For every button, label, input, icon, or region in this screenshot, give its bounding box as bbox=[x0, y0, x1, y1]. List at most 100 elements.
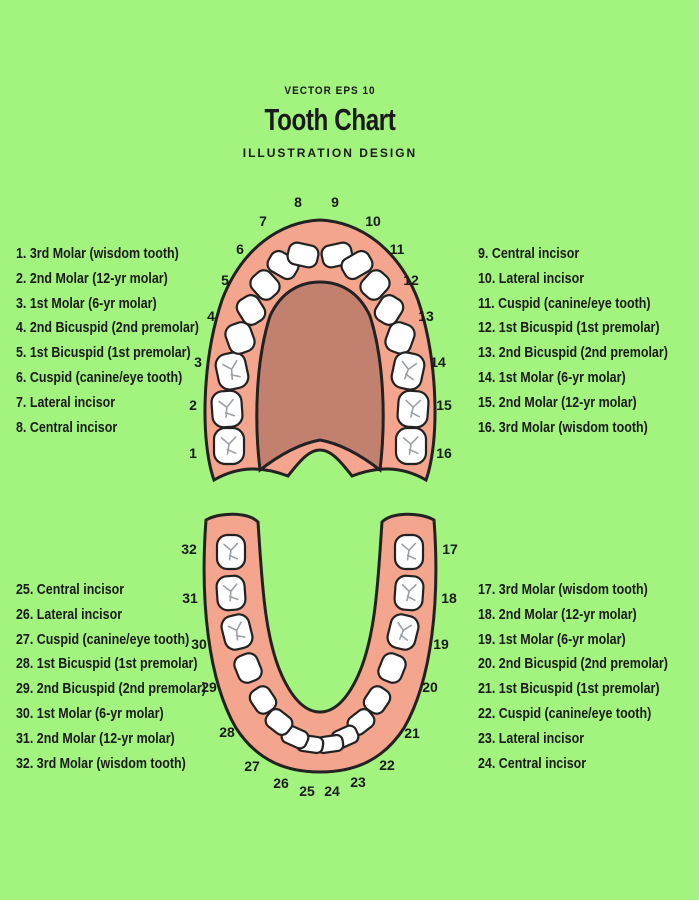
tooth-number-label: 10 bbox=[365, 213, 381, 229]
list-item: 13. 2nd Bicuspid (2nd premolar) bbox=[478, 345, 668, 362]
tooth bbox=[224, 321, 256, 355]
list-item: 12. 1st Bicuspid (1st premolar) bbox=[478, 320, 660, 337]
tooth-number-label: 30 bbox=[191, 636, 207, 652]
tooth-number-label: 14 bbox=[430, 354, 446, 370]
list-item: 2. 2nd Molar (12-yr molar) bbox=[16, 270, 168, 287]
list-item: 18. 2nd Molar (12-yr molar) bbox=[478, 606, 637, 623]
list-item: 19. 1st Molar (6-yr molar) bbox=[478, 631, 626, 648]
tooth bbox=[390, 351, 426, 391]
list-item: 28. 1st Bicuspid (1st premolar) bbox=[16, 656, 198, 673]
tooth bbox=[393, 574, 425, 612]
list-item: 25. Central incisor bbox=[16, 582, 125, 598]
tooth-number-label: 26 bbox=[273, 775, 289, 791]
list-item: 4. 2nd Bicuspid (2nd premolar) bbox=[16, 320, 199, 337]
list-item: 21. 1st Bicuspid (1st premolar) bbox=[478, 681, 660, 698]
page-title: Tooth Chart bbox=[264, 102, 396, 137]
list-item: 17. 3rd Molar (wisdom tooth) bbox=[478, 582, 648, 598]
list-item: 24. Central incisor bbox=[478, 755, 587, 772]
tooth-number-label: 2 bbox=[189, 397, 197, 413]
tooth-number-label: 16 bbox=[436, 445, 452, 461]
tooth-number-label: 22 bbox=[379, 757, 395, 773]
tooth-crown bbox=[224, 321, 256, 355]
list-item: 31. 2nd Molar (12-yr molar) bbox=[16, 730, 175, 747]
tooth-number-label: 21 bbox=[404, 725, 420, 741]
upper-right-tooth-list: 9. Central incisor 10. Lateral incisor 1… bbox=[478, 242, 699, 440]
tooth-crown bbox=[248, 685, 278, 715]
tooth-groove bbox=[220, 436, 237, 455]
tooth-groove bbox=[401, 360, 418, 381]
tooth-number-label: 24 bbox=[324, 783, 340, 799]
tooth bbox=[359, 269, 391, 301]
list-item: 8. Central incisor bbox=[16, 419, 118, 436]
list-item: 15. 2nd Molar (12-yr molar) bbox=[478, 394, 637, 411]
tooth-number-label: 5 bbox=[221, 272, 229, 288]
tooth-number-label: 9 bbox=[331, 194, 339, 210]
list-item: 3. 1st Molar (6-yr molar) bbox=[16, 295, 157, 312]
tooth bbox=[373, 294, 405, 326]
tooth-crown bbox=[235, 294, 267, 326]
list-item: 30. 1st Molar (6-yr molar) bbox=[16, 705, 164, 722]
list-item: 16. 3rd Molar (wisdom tooth) bbox=[478, 419, 648, 436]
tooth-number-label: 19 bbox=[433, 636, 449, 652]
tooth-number-label: 4 bbox=[207, 308, 215, 324]
tooth-crown bbox=[384, 321, 416, 355]
tooth bbox=[220, 613, 254, 651]
palate bbox=[255, 280, 385, 473]
list-item: 26. Lateral incisor bbox=[16, 606, 123, 623]
tooth-crown bbox=[359, 269, 391, 301]
tooth-groove bbox=[402, 436, 419, 455]
tooth-crown bbox=[233, 652, 263, 684]
tooth-number-label: 32 bbox=[181, 541, 197, 557]
tooth bbox=[286, 241, 320, 269]
list-item: 20. 2nd Bicuspid (2nd premolar) bbox=[478, 656, 668, 673]
tooth bbox=[384, 321, 416, 355]
tooth-number-label: 12 bbox=[403, 272, 419, 288]
tooth-number-label: 20 bbox=[422, 679, 438, 695]
tooth bbox=[233, 652, 263, 684]
tooth-number-label: 13 bbox=[418, 308, 434, 324]
tooth bbox=[249, 269, 281, 301]
tooth-number-label: 28 bbox=[219, 724, 235, 740]
tooth-crown bbox=[377, 652, 407, 684]
subtitle: ILLUSTRATION DESIGN bbox=[242, 146, 418, 160]
tooth-groove bbox=[223, 542, 239, 561]
tooth bbox=[210, 389, 244, 429]
list-item: 32. 3rd Molar (wisdom tooth) bbox=[16, 755, 186, 772]
lower-left-tooth-list: 25. Central incisor 26. Lateral incisor … bbox=[16, 578, 237, 776]
tooth-number-label: 7 bbox=[259, 213, 267, 229]
tooth-groove bbox=[397, 622, 412, 641]
tooth-groove bbox=[218, 398, 236, 418]
tooth-crown bbox=[264, 708, 294, 736]
tooth-number-label: 15 bbox=[436, 397, 452, 413]
tooth-number-label: 31 bbox=[182, 590, 198, 606]
supertitle: VECTOR EPS 10 bbox=[284, 85, 376, 98]
tooth-groove bbox=[222, 359, 241, 381]
tooth bbox=[215, 533, 247, 571]
tooth-number-label: 18 bbox=[441, 590, 457, 606]
list-item: 10. Lateral incisor bbox=[478, 270, 585, 287]
tooth-number-label: 23 bbox=[350, 774, 366, 790]
tooth-number-label: 25 bbox=[299, 783, 315, 799]
tooth-number-label: 8 bbox=[294, 194, 302, 210]
tooth-crown bbox=[286, 241, 320, 269]
tooth bbox=[215, 574, 247, 612]
tooth bbox=[377, 652, 407, 684]
list-item: 11. Cuspid (canine/eye tooth) bbox=[478, 295, 651, 312]
tooth-crown bbox=[373, 294, 405, 326]
list-item: 29. 2nd Bicuspid (2nd premolar) bbox=[16, 681, 206, 698]
tooth-number-label: 17 bbox=[442, 541, 458, 557]
tooth bbox=[248, 685, 278, 715]
tooth bbox=[214, 351, 250, 391]
list-item: 9. Central incisor bbox=[478, 246, 580, 262]
list-item: 6. Cuspid (canine/eye tooth) bbox=[16, 369, 183, 386]
tooth bbox=[340, 249, 374, 281]
tooth-groove bbox=[227, 621, 246, 641]
list-item: 1. 3rd Molar (wisdom tooth) bbox=[16, 246, 179, 262]
tooth-groove bbox=[405, 399, 422, 418]
tooth-crown bbox=[340, 249, 374, 281]
tooth-number-label: 27 bbox=[244, 758, 260, 774]
tooth-number-label: 6 bbox=[236, 241, 244, 257]
